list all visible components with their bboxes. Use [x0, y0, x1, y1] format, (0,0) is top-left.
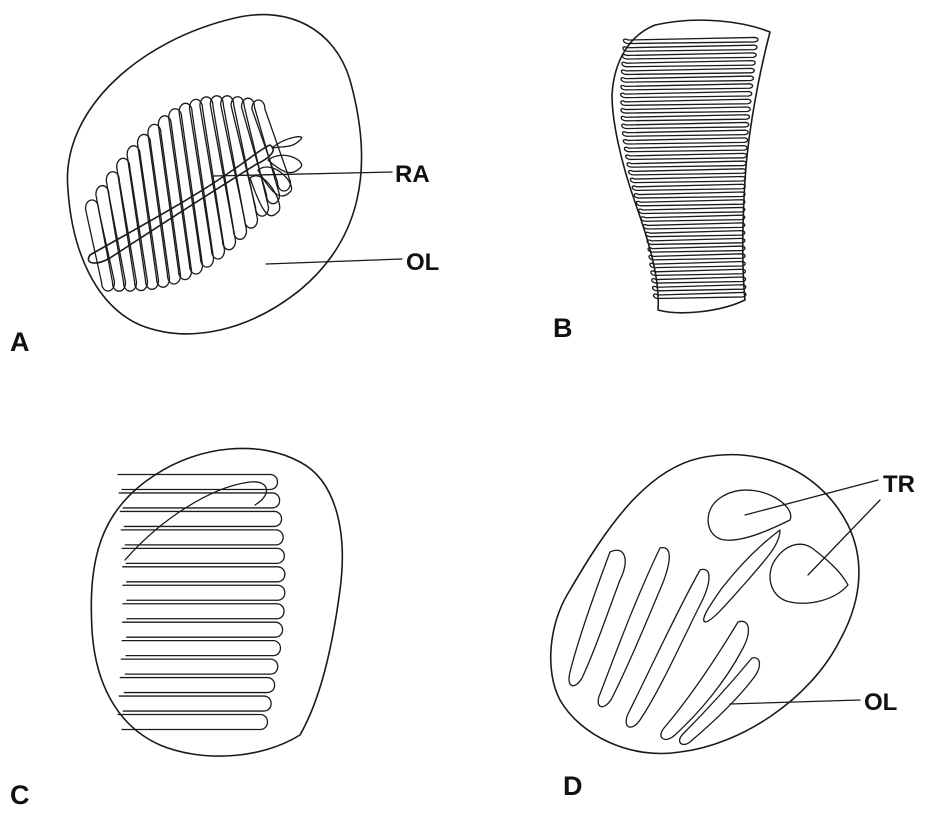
panel-d-lobe	[569, 550, 625, 685]
panel-d-lobe	[626, 569, 709, 727]
panel-a-label: A	[10, 327, 30, 357]
panel-d-outline	[551, 455, 859, 754]
panel-c-lamella	[123, 567, 285, 582]
panel-d-ol-label: OL	[864, 689, 897, 716]
panel-a-lamella	[179, 103, 213, 267]
panel-d: TR OL D	[551, 455, 915, 801]
panel-b-lamella	[629, 169, 746, 175]
panel-b-lamella	[654, 292, 747, 298]
panel-d-lobe	[598, 548, 669, 707]
panel-b-lamellae	[621, 37, 758, 298]
panel-a-lamellae	[86, 96, 302, 291]
panel-b-lamella	[621, 115, 749, 121]
panel-a-lamella	[221, 96, 258, 228]
panel-b-lamella	[652, 277, 746, 283]
panel-c-lamella	[123, 585, 285, 600]
panel-d-tr-lobe-upper	[708, 490, 791, 540]
panel-a-lamella	[148, 124, 181, 284]
panel-c-lamella	[121, 530, 283, 545]
panel-c-lamella	[119, 696, 271, 711]
panel-b-lamella	[643, 223, 744, 229]
panel-a-ol-leader	[266, 259, 402, 264]
panel-b-lamella	[648, 246, 745, 252]
panel-a-ra-label: RA	[395, 161, 430, 188]
panel-d-tr-leader	[745, 480, 878, 515]
panel-d-lobe	[661, 621, 748, 739]
panel-c-lamellae	[118, 475, 285, 730]
panel-b-lamella	[621, 92, 752, 98]
panel-b-lamella	[639, 207, 745, 213]
panel-b-lamella	[647, 238, 745, 244]
panel-a-lamella	[200, 97, 236, 250]
panel-b-lamella	[621, 68, 754, 74]
panel-a-ol-label: OL	[406, 249, 439, 276]
panel-d-tr-leader	[808, 500, 880, 575]
panel-b-lamella	[621, 84, 753, 90]
panel-b-lamella	[621, 107, 750, 113]
panel-b-lamella	[624, 37, 759, 43]
panel-d-lobe	[680, 658, 760, 745]
panel-c: C	[10, 448, 342, 810]
panel-c-lamella	[120, 678, 274, 693]
panel-b-lamella	[653, 285, 746, 291]
panel-b-lamella	[646, 231, 745, 237]
panel-b-lamella	[622, 130, 748, 136]
panel-d-tr-label: TR	[883, 471, 915, 498]
panel-a-lamella	[158, 116, 191, 280]
panel-b-lamella	[621, 99, 751, 105]
panel-a: RA OL A	[10, 15, 439, 357]
panel-c-lamella	[123, 622, 283, 637]
panel-d-label: D	[563, 771, 583, 801]
panel-c-lamella	[121, 659, 277, 674]
panel-b-lamella	[627, 161, 746, 167]
panel-b-lamella	[622, 61, 755, 67]
panel-a-lamella	[231, 97, 268, 216]
panel-b-lamella	[634, 192, 745, 198]
panel-b-lamella	[649, 254, 745, 260]
panel-b-lamella	[621, 76, 753, 82]
panel-c-outline	[91, 448, 342, 756]
panel-d-lobe	[704, 530, 780, 622]
panel-c-lamella	[123, 604, 284, 619]
panel-c-lamella	[122, 548, 284, 563]
panel-b-lamella	[630, 177, 745, 183]
panel-b-lamella	[650, 262, 745, 268]
panel-b-lamella	[624, 146, 747, 152]
panel-a-lamella	[210, 96, 246, 240]
panel-b-lamella	[622, 53, 756, 59]
panel-d-ol-leader	[730, 700, 860, 704]
panel-b-lamella	[626, 153, 747, 159]
panel-b-lamella	[632, 184, 745, 190]
panel-b-lamella	[623, 45, 757, 51]
panel-c-lamella	[122, 641, 280, 656]
panel-b-lamella	[636, 200, 745, 206]
panel-c-label: C	[10, 780, 30, 810]
panel-b: B	[553, 20, 770, 343]
panel-b-lamella	[622, 122, 749, 128]
panel-a-lamella	[169, 109, 203, 274]
panel-b-lamella	[641, 215, 745, 221]
panel-b-lamella	[651, 269, 746, 275]
panel-c-lamella	[118, 715, 268, 730]
panel-b-lamella	[623, 138, 747, 144]
panel-b-label: B	[553, 313, 573, 343]
panel-c-lamella	[120, 511, 281, 526]
